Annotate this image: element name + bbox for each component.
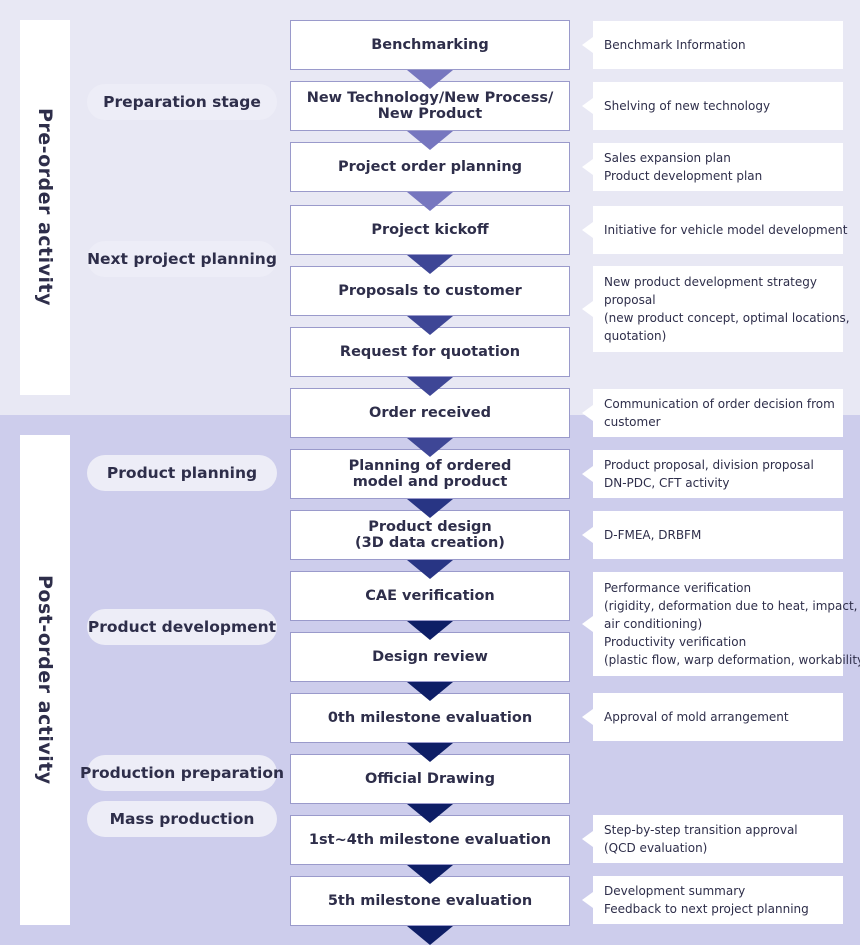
flow-arrow-icon bbox=[407, 438, 453, 457]
process-step-label: Project kickoff bbox=[371, 222, 489, 238]
stage-product-planning: Product planning bbox=[87, 455, 277, 491]
process-step-label: CAE verification bbox=[365, 588, 495, 604]
flow-arrow-icon bbox=[407, 560, 453, 579]
note-project-kickoff: Initiative for vehicle model development bbox=[582, 206, 847, 254]
note-benchmark: Benchmark Information bbox=[582, 21, 843, 69]
process-step: Proposals to customer bbox=[290, 266, 570, 316]
note-product-design: D-FMEA, DRBFM bbox=[582, 511, 843, 559]
process-step: Planning of ordered model and product bbox=[290, 449, 570, 499]
process-step-label: 1st~4th milestone evaluation bbox=[308, 832, 552, 848]
process-step-label: Benchmarking bbox=[371, 37, 489, 53]
flow-arrow-icon bbox=[407, 743, 453, 762]
flow-arrow-icon bbox=[407, 682, 453, 701]
process-step: Official Drawing bbox=[290, 754, 570, 804]
post-order-phase-bar: Post-order activity bbox=[20, 435, 70, 925]
stage-mass-production: Mass production bbox=[87, 801, 277, 837]
stage-product-development: Product development bbox=[87, 609, 277, 645]
process-step: 5th milestone evaluation bbox=[290, 876, 570, 926]
flow-arrow-icon bbox=[407, 192, 453, 211]
process-step: New Technology/New Process/ New Product bbox=[290, 81, 570, 131]
flow-arrow-icon bbox=[407, 377, 453, 396]
note-cae-verification: Performance verification(rigidity, defor… bbox=[582, 572, 860, 676]
flow-arrow-icon bbox=[407, 131, 453, 150]
flow-arrow-icon bbox=[407, 255, 453, 274]
flow-arrow-icon bbox=[407, 70, 453, 89]
flow-arrow-icon bbox=[407, 316, 453, 335]
process-step-label: Product design (3D data creation) bbox=[355, 519, 505, 551]
process-step: Benchmarking bbox=[290, 20, 570, 70]
flow-arrow-icon bbox=[407, 804, 453, 823]
process-step: CAE verification bbox=[290, 571, 570, 621]
stage-preparation: Preparation stage bbox=[87, 84, 277, 120]
process-step-label: Project order planning bbox=[337, 159, 523, 175]
process-step-label: Order received bbox=[369, 405, 491, 421]
note-1st-4th-milestone: Step-by-step transition approval(QCD eva… bbox=[582, 815, 843, 863]
process-step-label: Design review bbox=[372, 649, 488, 665]
process-step-label: 0th milestone evaluation bbox=[327, 710, 533, 726]
process-step-label: Proposals to customer bbox=[338, 283, 522, 299]
process-step: 0th milestone evaluation bbox=[290, 693, 570, 743]
stage-next-project-planning: Next project planning bbox=[87, 241, 277, 277]
note-new-technology: Shelving of new technology bbox=[582, 82, 843, 130]
process-step: Project kickoff bbox=[290, 205, 570, 255]
process-step-label: Planning of ordered model and product bbox=[348, 458, 512, 490]
pre-order-label: Pre-order activity bbox=[34, 108, 56, 307]
process-step: Request for quotation bbox=[290, 327, 570, 377]
stage-production-preparation: Production preparation bbox=[80, 755, 284, 791]
post-order-label: Post-order activity bbox=[34, 575, 56, 785]
process-step-label: New Technology/New Process/ New Product bbox=[306, 90, 554, 122]
process-step: Project order planning bbox=[290, 142, 570, 192]
pre-order-phase-bar: Pre-order activity bbox=[20, 20, 70, 395]
flow-arrow-icon bbox=[407, 926, 453, 945]
note-0th-milestone: Approval of mold arrangement bbox=[582, 693, 843, 741]
process-step-label: Request for quotation bbox=[339, 344, 521, 360]
flow-arrow-icon bbox=[407, 865, 453, 884]
flow-arrow-icon bbox=[407, 621, 453, 640]
flow-arrow-icon bbox=[407, 499, 453, 518]
process-step-label: 5th milestone evaluation bbox=[327, 893, 533, 909]
process-step-label: Official Drawing bbox=[365, 771, 495, 787]
process-step: Order received bbox=[290, 388, 570, 438]
